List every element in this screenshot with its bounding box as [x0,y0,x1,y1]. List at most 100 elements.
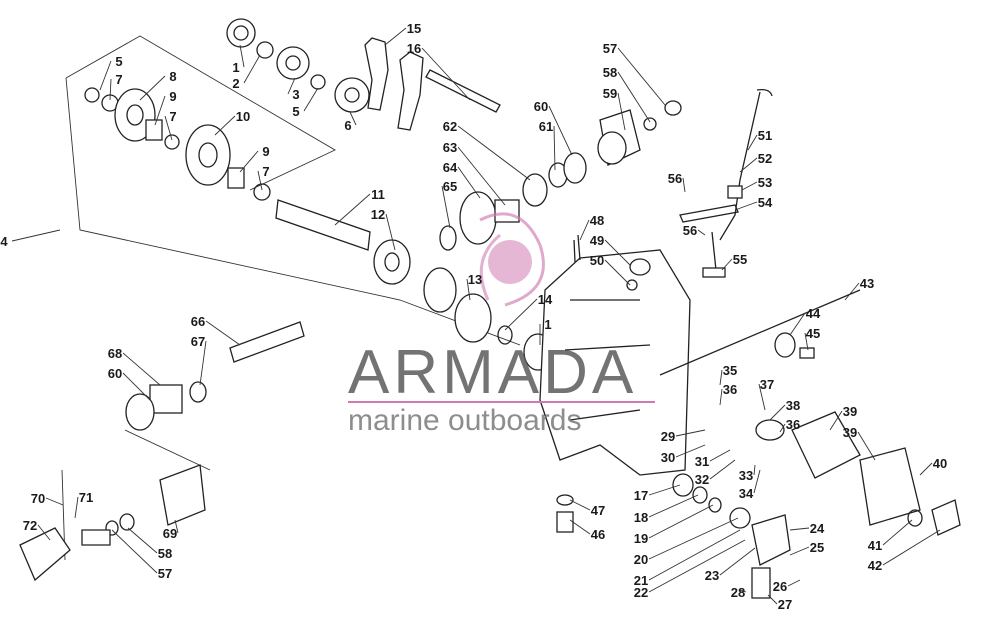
bearing-9a [145,119,163,141]
callout-leader-line [857,431,876,461]
callout-number: 54 [758,195,773,210]
callout-leader-line [789,527,810,531]
washer-58-lower [119,513,135,531]
watermark-brand: ARMADA [348,338,637,407]
rod-16 [425,69,501,113]
callout-number: 71 [79,490,93,505]
callout-leader-line [697,229,706,236]
callout-number: 69 [163,526,177,541]
callout-leader-line [753,469,761,494]
callout-leader-line [709,449,731,462]
gasket-38 [791,411,861,479]
cable-51 [719,91,761,241]
callout-number: 6 [344,118,351,133]
callout-number: 7 [262,164,269,179]
nut-57-lower [105,520,119,536]
bolt-45 [799,347,815,359]
callout-number: 9 [169,89,176,104]
clip-5-left [84,87,100,103]
washer-65 [439,225,457,251]
callout-leader-line [37,524,51,541]
shaft-37 [755,419,785,441]
callout-number: 40 [933,456,947,471]
callout-number: 36 [723,382,737,397]
callout-number: 41 [868,538,882,553]
callout-number: 30 [661,450,675,465]
bracket-27 [751,567,771,599]
callout-leader-line [239,150,259,173]
nut-57-top [664,100,682,116]
washer-50 [626,279,638,291]
callout-number: 62 [443,119,457,134]
callout-number: 14 [538,292,553,307]
callout-leader-line [111,529,158,574]
seal-60-lower [125,393,155,431]
callout-leader-line [758,383,766,411]
callout-number: 38 [786,398,800,413]
callout-number: 53 [758,175,772,190]
callout-number: 26 [773,579,787,594]
callout-leader-line [648,484,681,496]
callout-number: 7 [115,72,122,87]
washer-2 [256,41,274,59]
callout-leader-line [741,181,758,191]
callout-number: 68 [108,346,122,361]
washer-58-top [643,117,657,131]
callout-leader-line [882,529,941,566]
callout-leader-line [617,71,651,123]
callout-leader-line [579,219,590,241]
callout-leader-line [466,278,471,301]
callout-number: 37 [760,377,774,392]
gear-64 [459,191,497,245]
u-joint-71 [81,529,111,546]
callout-number: 58 [603,65,617,80]
callout-leader-line [553,125,556,171]
callout-number: 63 [443,140,457,155]
callout-number: 31 [695,454,709,469]
callout-leader-line [804,332,809,351]
callout-number: 33 [739,468,753,483]
bracket-upper-left [65,35,336,191]
callout-leader-line [648,539,746,593]
gear-3 [276,46,310,80]
seal-60-top [563,152,587,184]
bearing-1-top [226,18,256,48]
callout-number: 39 [843,425,857,440]
callout-number: 39 [843,404,857,419]
callout-number: 56 [683,223,697,238]
callout-leader-line [753,464,756,476]
callout-leader-line [74,496,79,519]
callout-leader-line [675,444,706,458]
callout-leader-line [287,77,296,95]
callout-leader-line [421,47,471,101]
callout-leader-line [789,546,810,556]
gear-18 [692,486,708,504]
callout-leader-line [648,494,699,518]
callout-leader-line [719,369,723,386]
bearing-17 [672,473,694,497]
lever-54 [679,204,739,223]
callout-leader-line [739,157,758,173]
callout-number: 61 [539,119,553,134]
gear-10 [185,124,231,186]
bearing-62 [522,173,548,207]
callout-number: 8 [169,69,176,84]
bushing-63 [494,199,520,223]
callout-number: 72 [23,518,37,533]
callout-number: 44 [806,306,821,321]
callout-leader-line [243,54,261,84]
yoke-72 [19,527,71,582]
callout-number: 34 [739,486,754,501]
callout-leader-line [257,170,263,191]
callout-number: 56 [668,171,682,186]
washer-41 [907,509,923,527]
callout-number: 57 [603,41,617,56]
callout-leader-line [604,239,631,266]
callout-leader-line [349,111,357,126]
callout-number: 70 [31,491,45,506]
callout-number: 2 [232,76,239,91]
callout-leader-line [164,115,173,141]
callout-leader-line [769,404,786,421]
callout-number: 65 [443,179,457,194]
